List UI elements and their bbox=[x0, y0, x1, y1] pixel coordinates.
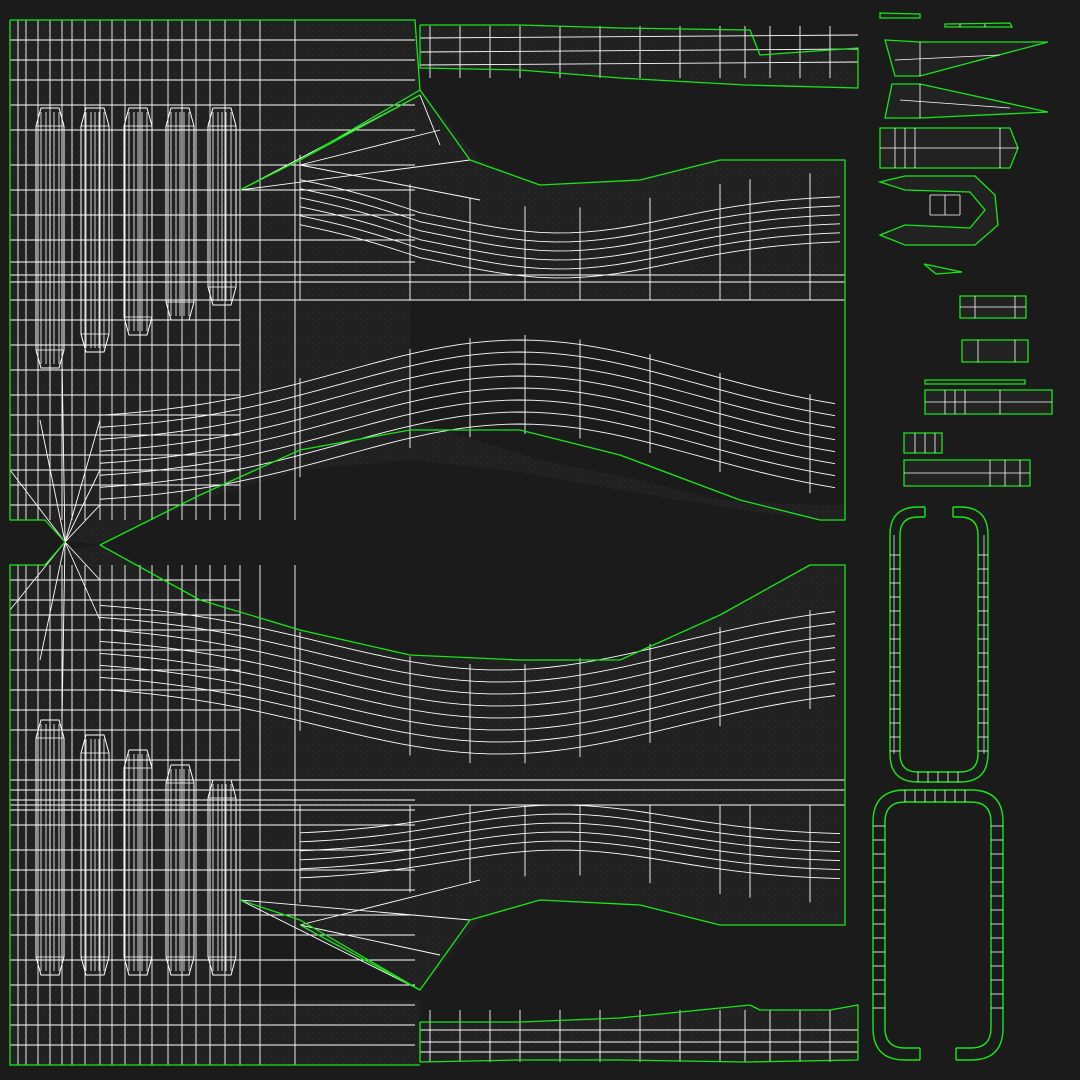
wire-curved-band bbox=[99, 628, 836, 695]
elongated-pad-bottom bbox=[80, 734, 110, 976]
small-bar-island-1 bbox=[959, 295, 1027, 319]
long-thin-island bbox=[924, 379, 1026, 385]
island-border bbox=[944, 22, 1014, 28]
square-island bbox=[903, 432, 943, 454]
upper-strip-fill bbox=[420, 25, 858, 88]
loop-outer-border bbox=[889, 506, 989, 783]
island-border-edge bbox=[9, 20, 420, 1066]
wire-curved-band bbox=[99, 363, 836, 440]
loop-island-1 bbox=[889, 506, 989, 783]
wire-curved-band bbox=[99, 604, 836, 671]
wire-fan-edge bbox=[419, 94, 441, 146]
island-border-edge bbox=[99, 300, 846, 546]
wire-fan-edge bbox=[299, 924, 441, 956]
small-uv-islands bbox=[872, 12, 1053, 1061]
elongated-pad-top bbox=[80, 107, 110, 353]
island-border bbox=[877, 175, 999, 246]
island-border-edge bbox=[419, 89, 846, 300]
wire-fan-edge bbox=[64, 541, 101, 581]
island-border-edges bbox=[9, 19, 859, 1066]
wire-curved-band bbox=[99, 652, 836, 719]
wire-curved-band bbox=[99, 351, 836, 428]
wire-fan-edge bbox=[64, 419, 101, 543]
elongated-pad-top bbox=[35, 107, 65, 369]
wire-curved-band bbox=[99, 387, 836, 464]
lower-strip-fill bbox=[420, 1005, 858, 1062]
main-island-fill bbox=[10, 20, 845, 545]
wire-curved-band bbox=[99, 411, 836, 488]
long-bar-island bbox=[924, 389, 1053, 415]
wire-fan-edge bbox=[239, 899, 471, 921]
island-wire-edge bbox=[894, 54, 1001, 61]
wire-curved-band bbox=[99, 676, 836, 743]
wire-curved-band bbox=[99, 375, 836, 452]
island-border-edge bbox=[419, 1004, 859, 1063]
island-border bbox=[923, 263, 963, 275]
island-border bbox=[924, 379, 1026, 385]
island-wire-edge bbox=[899, 99, 1011, 109]
island-border bbox=[879, 12, 921, 19]
wire-fan-edge bbox=[64, 504, 101, 543]
wire-fan-edge bbox=[39, 541, 66, 661]
thin-sliver-island bbox=[879, 12, 921, 19]
elongated-pad-top bbox=[165, 107, 195, 321]
blade-island-2 bbox=[884, 83, 1049, 119]
wire-fan-edge bbox=[239, 899, 421, 991]
island-border-edge bbox=[299, 94, 421, 161]
small-bar-island-2 bbox=[961, 339, 1029, 363]
wire-curved-band bbox=[99, 640, 836, 707]
wire-fan-edge bbox=[61, 359, 66, 543]
loop-inner-border bbox=[884, 801, 992, 1049]
main-uv-island bbox=[9, 19, 859, 1066]
loop-island-2-wrapper bbox=[872, 789, 1004, 1061]
wire-fan-edge bbox=[64, 541, 101, 621]
island-border-edge bbox=[99, 544, 846, 785]
wire-fan-edge bbox=[299, 129, 441, 166]
island-border bbox=[903, 432, 943, 454]
loop-inner-border bbox=[899, 516, 979, 773]
island-border-edge bbox=[239, 785, 846, 991]
tiny-wedge-island bbox=[923, 263, 963, 275]
blade-island-1 bbox=[884, 39, 1049, 77]
elongated-pad-bottom bbox=[207, 779, 237, 976]
elongated-pad-bottom bbox=[123, 749, 153, 976]
wire-fan-edge bbox=[299, 879, 481, 926]
wire-curved-band bbox=[99, 616, 836, 683]
island-border-edge bbox=[299, 924, 421, 991]
island-border bbox=[961, 339, 1029, 363]
wire-curved-band bbox=[99, 688, 836, 755]
wire-horizontal-edge bbox=[419, 61, 859, 66]
hook-island bbox=[877, 175, 999, 246]
lower-arm-fill bbox=[240, 785, 845, 990]
elongated-pad-top bbox=[123, 107, 153, 336]
island-border-edge bbox=[419, 24, 859, 89]
wire-horizontal-edge bbox=[419, 34, 859, 39]
capsule-island bbox=[879, 127, 1019, 169]
wire-fan-edge bbox=[239, 159, 471, 191]
wire-fan-edge bbox=[39, 419, 66, 543]
island-border bbox=[884, 39, 1049, 77]
loop-outer-border bbox=[872, 789, 1004, 1061]
thin-sliver-island bbox=[944, 22, 1014, 28]
wire-fan-edge bbox=[9, 469, 66, 543]
wire-fan-edge bbox=[299, 164, 481, 201]
wireframe-edges bbox=[9, 19, 859, 1066]
island-border bbox=[884, 83, 1049, 119]
elongated-pad-bottom bbox=[35, 719, 65, 976]
wire-horizontal-edge bbox=[419, 48, 859, 53]
step-bar-island bbox=[903, 459, 1031, 487]
wire-curved-band bbox=[99, 339, 836, 416]
wire-fan-edge bbox=[61, 541, 66, 721]
elongated-pad-top bbox=[207, 107, 237, 306]
wire-curved-band bbox=[99, 664, 836, 731]
wire-fan-edge bbox=[64, 469, 101, 543]
elongated-pad-bottom bbox=[165, 764, 195, 976]
wire-curved-band bbox=[99, 399, 836, 476]
elongated-pads bbox=[35, 107, 237, 976]
